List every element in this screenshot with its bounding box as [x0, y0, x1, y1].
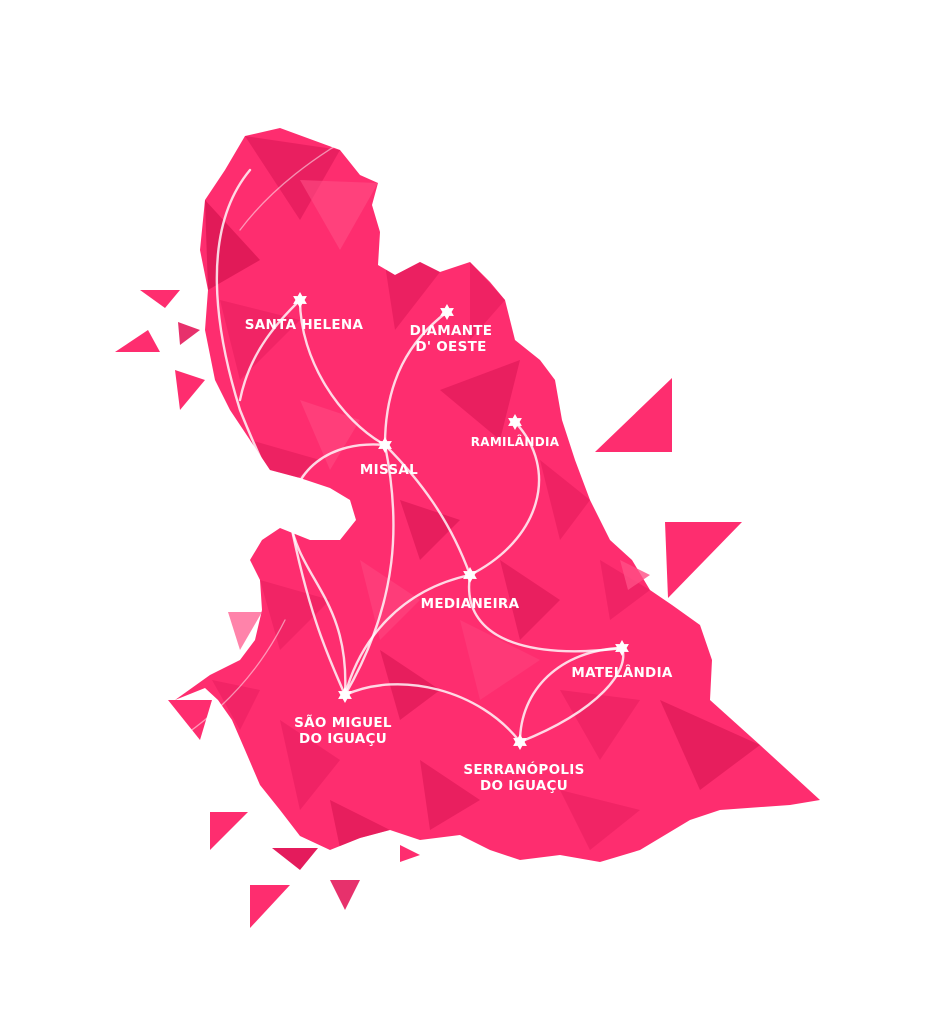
decorative-triangle — [178, 322, 200, 345]
star-marker-icon — [508, 414, 522, 430]
city-ramilandia[interactable]: RAMILÂNDIA — [471, 414, 560, 449]
decorative-triangles — [115, 290, 742, 928]
texture-facet — [245, 136, 340, 220]
texture-facet — [400, 500, 460, 560]
decorative-triangle — [400, 845, 420, 862]
city-label: DO IGUAÇU — [480, 778, 568, 794]
decorative-triangle — [115, 330, 160, 352]
city-matelandia[interactable]: MATELÂNDIA — [571, 640, 673, 681]
decorative-triangle — [620, 560, 650, 590]
city-sao-miguel-do-iguacu[interactable]: SÃO MIGUEL DO IGUAÇU — [294, 687, 392, 747]
texture-facet — [600, 560, 650, 620]
texture-facet — [300, 180, 378, 250]
decorative-triangle — [140, 290, 180, 308]
route-network — [215, 168, 625, 744]
city-label: RAMILÂNDIA — [471, 434, 560, 449]
external-routes — [129, 69, 541, 771]
city-label: D' OESTE — [415, 339, 486, 355]
decorative-triangle — [665, 522, 742, 598]
texture-facet — [420, 760, 480, 830]
texture-facet — [205, 200, 260, 290]
texture-facet — [560, 790, 640, 850]
texture-facet — [330, 800, 390, 848]
texture-facet — [660, 700, 760, 790]
decorative-triangle — [330, 880, 360, 910]
decorative-triangle — [175, 370, 205, 410]
texture-facet — [470, 262, 505, 340]
texture-facet — [500, 560, 560, 640]
star-marker-icon — [615, 640, 629, 656]
decorative-triangle — [228, 612, 262, 650]
texture-facet — [360, 560, 420, 640]
city-label: SÃO MIGUEL — [294, 714, 392, 731]
star-marker-icon — [440, 304, 454, 320]
star-marker-icon — [338, 687, 352, 703]
city-medianeira[interactable]: MEDIANEIRA — [421, 567, 520, 612]
star-marker-icon — [293, 292, 307, 308]
city-santa-helena[interactable]: SANTA HELENA — [245, 292, 364, 333]
city-label: MEDIANEIRA — [421, 596, 520, 612]
decorative-triangle — [250, 885, 290, 928]
star-marker-icon — [463, 567, 477, 583]
texture-facet — [540, 460, 590, 540]
external-labels: SÃO PAULO CATANDUVAS PARAGUAI — [90, 98, 570, 808]
city-label: SERRANÓPOLIS — [463, 760, 584, 778]
texture-facet — [460, 620, 540, 700]
texture-facet — [212, 680, 260, 730]
city-label: MATELÂNDIA — [571, 664, 673, 681]
texture-facet — [440, 360, 520, 440]
decorative-triangle — [595, 378, 672, 452]
texture-facet — [560, 690, 640, 760]
city-label: DIAMANTE — [410, 323, 493, 339]
city-label: DO IGUAÇU — [299, 731, 387, 747]
city-serranopolis-do-iguacu[interactable]: SERRANÓPOLIS DO IGUAÇU — [463, 734, 584, 794]
texture-facet — [300, 400, 360, 470]
city-label: MISSAL — [360, 462, 418, 478]
city-diamante-doeste[interactable]: DIAMANTE D' OESTE — [410, 304, 493, 355]
city-markers: SANTA HELENA DIAMANTE D' OESTE RAMILÂNDI… — [245, 292, 673, 794]
city-missal[interactable]: MISSAL — [360, 437, 418, 478]
region-shape — [175, 128, 820, 862]
faded-label-left: CATANDUVAS — [150, 520, 232, 533]
faded-label-top-right: SÃO PAULO — [500, 98, 570, 111]
star-marker-icon — [513, 734, 527, 750]
decorative-triangle — [168, 700, 212, 740]
decorative-triangle — [210, 812, 248, 850]
city-label: SANTA HELENA — [245, 317, 364, 333]
decorative-triangle — [272, 848, 318, 870]
texture-facet — [280, 720, 340, 810]
star-marker-icon — [378, 437, 392, 453]
faded-label-bottom-left: PARAGUAI — [90, 795, 153, 808]
texture-facet — [260, 580, 330, 650]
